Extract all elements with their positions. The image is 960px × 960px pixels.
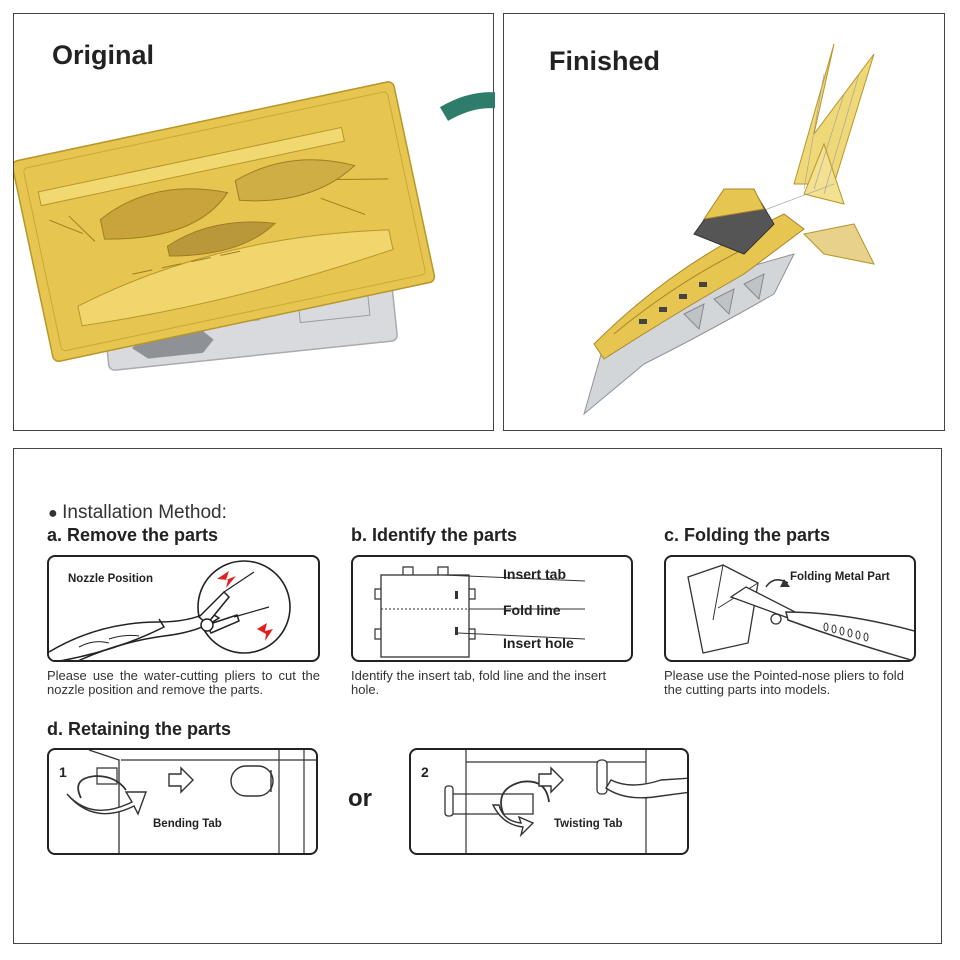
parts-diagram	[374, 566, 586, 658]
twisting-tab-label: Twisting Tab	[554, 818, 623, 830]
bending-tab-label: Bending Tab	[153, 818, 222, 830]
section-c-title: c. Folding the parts	[664, 525, 831, 545]
bending-tab-illustration	[66, 750, 316, 853]
section-d-title: d. Retaining the parts	[47, 719, 232, 739]
original-panel: Original	[13, 13, 495, 431]
or-text: or	[348, 785, 372, 812]
twisting-tab-box: 2 Twisting Tab	[409, 748, 689, 855]
section-a-description: Please use the water-cutting pliers to c…	[47, 668, 320, 697]
step-1-number: 1	[59, 764, 67, 780]
insert-tab-label: Insert tab	[503, 566, 567, 582]
section-a-title: a. Remove the parts	[47, 525, 219, 545]
instructions-panel	[13, 448, 942, 944]
finished-airship-model	[583, 43, 875, 416]
metal-sheets-illustration	[14, 81, 495, 371]
section-b-title: b. Identify the parts	[351, 525, 518, 545]
twisting-tab-illustration	[444, 750, 687, 853]
fold-line-label: Fold line	[503, 602, 561, 618]
nozzle-position-label: Nozzle Position	[68, 573, 153, 585]
installation-heading-text: Installation Method:	[62, 502, 227, 523]
bending-tab-box: 1 Bending Tab	[47, 748, 318, 855]
finished-panel: Finished	[503, 13, 945, 431]
section-a-box: Nozzle Position	[47, 555, 320, 662]
bullet-dot: ●	[48, 505, 63, 522]
finished-title: Finished	[549, 46, 661, 76]
folding-pliers-illustration	[687, 564, 914, 660]
section-b-box: Insert tab Fold line Insert hole	[351, 555, 633, 662]
step-2-number: 2	[421, 764, 429, 780]
installation-heading: ● Installation Method:	[48, 502, 227, 524]
section-c-box: Folding Metal Part	[664, 555, 916, 662]
insert-hole-label: Insert hole	[503, 635, 574, 651]
folding-metal-part-label: Folding Metal Part	[790, 571, 890, 583]
pliers-cut-illustration	[49, 560, 291, 660]
section-b-description: Identify the insert tab, fold line and t…	[351, 668, 607, 697]
section-c-description: Please use the Pointed-nose pliers to fo…	[664, 668, 904, 697]
original-title: Original	[52, 40, 155, 70]
